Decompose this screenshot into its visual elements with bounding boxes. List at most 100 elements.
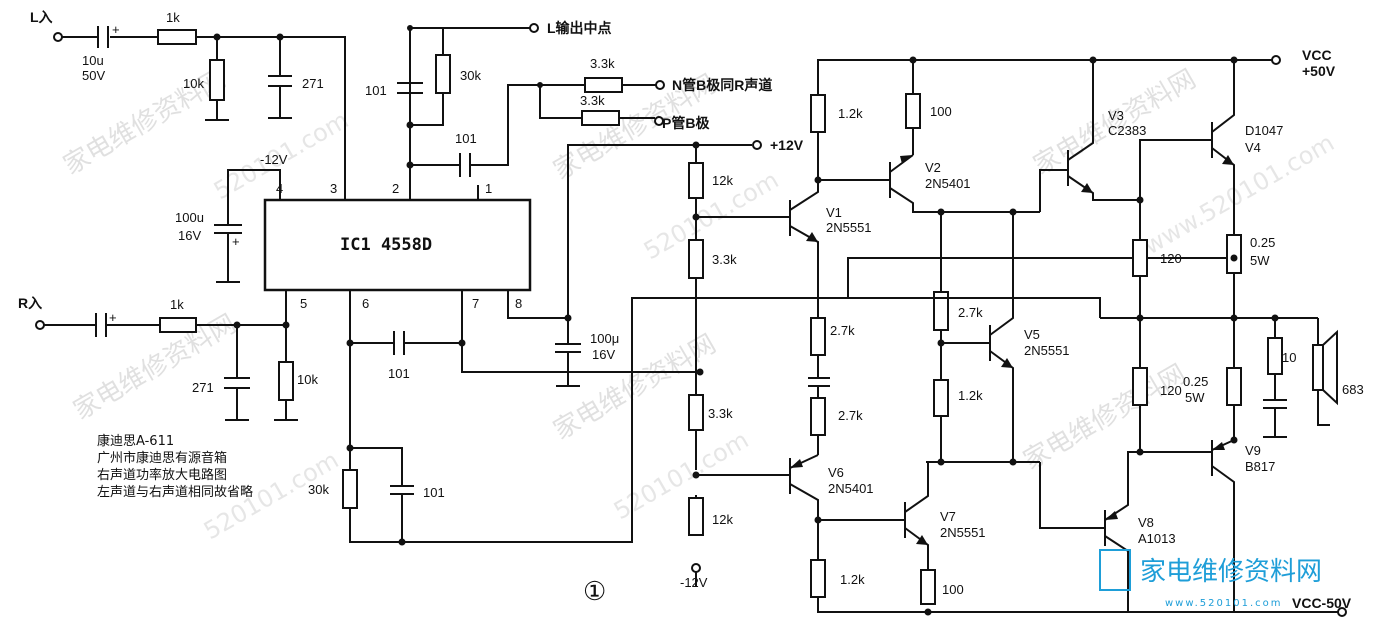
left-input-stage: L入 + 10u 50V 1k 10k 271	[30, 9, 346, 200]
resistor	[688, 497, 704, 536]
output-midpoint-label: L输出中点	[547, 20, 612, 36]
resistor-value: 1.2k	[958, 388, 983, 403]
transistor-ref: V6	[828, 465, 844, 480]
transistor-type: V4	[1245, 140, 1261, 155]
resistor-value: 1.2k	[838, 106, 863, 121]
resistor-value: 120	[1160, 383, 1182, 398]
pin-label: 3	[330, 181, 337, 196]
resistor	[581, 110, 620, 126]
cap-value: 100u	[175, 210, 204, 225]
pin-label: 1	[485, 181, 492, 196]
input-terminal-icon	[53, 32, 63, 42]
speaker-icon	[1312, 344, 1324, 391]
resistor	[1267, 337, 1283, 375]
speaker-label: 683	[1342, 382, 1364, 397]
note-line: 右声道功率放大电路图	[97, 467, 227, 483]
resistor	[157, 29, 197, 45]
transistor-ref: V7	[940, 509, 956, 524]
transistor-type: 2N5551	[1024, 343, 1070, 358]
resistor	[342, 469, 358, 509]
transistor-type: 2N5401	[828, 481, 874, 496]
resistor	[810, 559, 826, 598]
resistor-value: 0.25	[1250, 235, 1275, 250]
output-stage: V3 C2383 D1047 V4 120 0.25 5W 120 0.25 5…	[848, 56, 1364, 617]
vcc-neg-label: VCC-50V	[1292, 595, 1352, 611]
pin-label: 5	[300, 296, 307, 311]
resistor	[1226, 234, 1242, 274]
resistor-value: 1.2k	[840, 572, 865, 587]
logo-text: 家电维修资料网	[1140, 557, 1322, 587]
vas-stage: 1.2k 100 VCC +50V V2 2N5401 2.7k 1.2k V5…	[810, 47, 1336, 466]
left-input-label: L入	[30, 9, 53, 25]
transistor-ref: V2	[925, 160, 941, 175]
resistor-value: 120	[1160, 251, 1182, 266]
resistor-value: 10k	[183, 76, 204, 91]
pin-label: 7	[472, 296, 479, 311]
resistor	[933, 291, 949, 331]
resistor-value: 2.7k	[958, 305, 983, 320]
watermark-text: 家电维修资料网	[69, 309, 242, 426]
resistor-value: 1k	[170, 297, 184, 312]
transistor-ref: V5	[1024, 327, 1040, 342]
supply-decoupling: -12V 100u 16V +	[175, 152, 288, 283]
transistor-ref: D1047	[1245, 123, 1283, 138]
bias-divider: 12k 3.3k 3.3k 12k -12V	[680, 141, 790, 590]
cap-value: 10u	[82, 53, 104, 68]
transistor-type: 2N5401	[925, 176, 971, 191]
ic-body	[263, 198, 532, 292]
figure-number: ①	[583, 577, 606, 607]
svg-text:+: +	[109, 310, 117, 325]
transistor-type: A1013	[1138, 531, 1176, 546]
resistor-value: 2.7k	[838, 408, 863, 423]
right-input-label: R入	[18, 295, 42, 311]
cap-value: 100μ	[590, 331, 619, 346]
right-input-stage: R入 + 1k 271 10k	[18, 290, 318, 421]
cap-value: 101	[365, 83, 387, 98]
resistor-value: 30k	[308, 482, 329, 497]
notes-block: 康迪思A-611 广州市康迪思有源音箱 右声道功率放大电路图 左声道与右声道相同…	[97, 433, 253, 500]
resistor-value: 30k	[460, 68, 481, 83]
logo-url: www.520101.com	[1165, 598, 1283, 609]
resistor	[1226, 367, 1242, 406]
top-feedback-network: L输出中点 30k 101 101 3.3k N管B极同R声道 3.3k P管B…	[365, 20, 772, 200]
resistor-value: 3.3k	[590, 56, 615, 71]
resistor	[1132, 239, 1148, 277]
svg-text:+: +	[232, 234, 240, 249]
resistor-value: 3.3k	[708, 406, 733, 421]
cap-value: 271	[302, 76, 324, 91]
transistor-type: B817	[1245, 459, 1275, 474]
resistor-value: 10	[1282, 350, 1296, 365]
vcc-value: +50V	[1302, 63, 1336, 79]
site-logo: 家电维修资料网 www.520101.com	[1099, 549, 1322, 609]
n-base-label: N管B极同R声道	[672, 77, 772, 93]
resistor	[1132, 367, 1148, 406]
ic-label: IC1 4558D	[340, 235, 432, 255]
watermark-text: 家电维修资料网	[1019, 359, 1192, 476]
resistor-rating: 5W	[1185, 390, 1205, 405]
transistor-ref: V1	[826, 205, 842, 220]
resistor	[159, 317, 197, 333]
resistor	[278, 361, 294, 401]
resistor	[688, 162, 704, 199]
resistor-value: 3.3k	[580, 93, 605, 108]
pin-label: 8	[515, 296, 522, 311]
transistor-ref: V9	[1245, 443, 1261, 458]
resistor-value: 100	[942, 582, 964, 597]
cap-voltage: 16V	[592, 347, 615, 362]
resistor-value: 10k	[297, 372, 318, 387]
transistor-type: 2N5551	[940, 525, 986, 540]
vcc-label: VCC	[1302, 47, 1332, 63]
resistor	[933, 379, 949, 417]
transistor-ref: V8	[1138, 515, 1154, 530]
transistor-type: C2383	[1108, 123, 1146, 138]
pos-supply-label: +12V	[770, 137, 804, 153]
resistor-value: 12k	[712, 173, 733, 188]
resistor	[435, 54, 451, 94]
resistor	[584, 77, 623, 93]
lower-feedback-network: 101 101 30k +12V 100μ 16V	[308, 137, 1234, 546]
note-line: 广州市康迪思有源音箱	[97, 450, 227, 466]
resistor-value: 2.7k	[830, 323, 855, 338]
resistor-rating: 5W	[1250, 253, 1270, 268]
